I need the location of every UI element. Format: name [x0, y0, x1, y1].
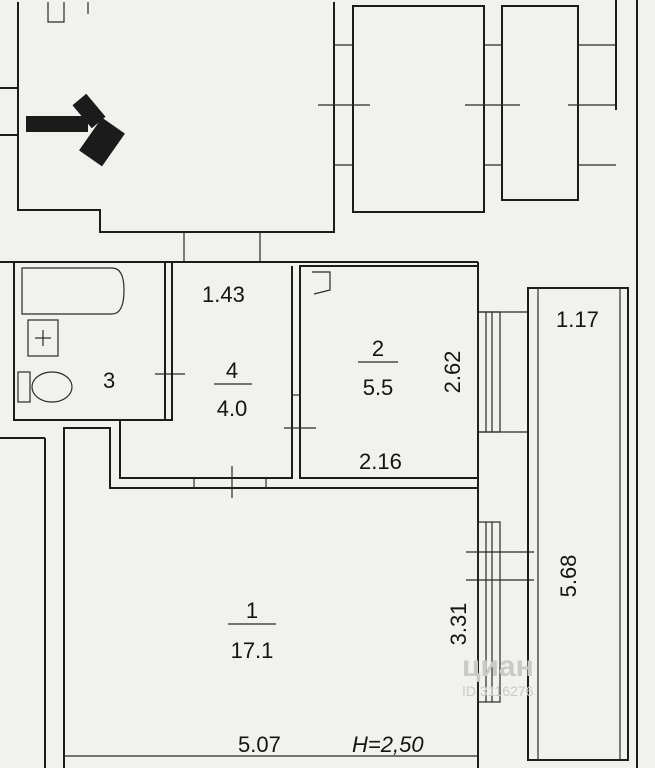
bathtub-icon: [21, 267, 125, 315]
room-2-height-label: 2.62: [440, 351, 465, 394]
corridor-width-label: 1.43: [202, 282, 245, 307]
room-1-number: 1: [246, 598, 258, 623]
entrance-arrow-icon: [26, 93, 125, 167]
toilet-tank-icon: [17, 371, 31, 403]
balcony-length-label: 5.68: [556, 555, 581, 598]
watermark: циан ID 3116276: [462, 650, 534, 699]
room-3-bathroom: [13, 262, 185, 421]
balcony: [527, 287, 629, 761]
room-1-width-label: 5.07: [238, 732, 281, 757]
room-2-number: 2: [372, 336, 384, 361]
room-1-area: 17.1: [231, 638, 274, 663]
room-4-corridor: [119, 262, 293, 498]
windows: [466, 311, 534, 703]
room-4-area: 4.0: [217, 396, 248, 421]
ceiling-height-label: H=2,50: [352, 732, 424, 757]
room-2-area: 5.5: [363, 375, 394, 400]
toilet-icon: [31, 371, 73, 403]
room-4-number: 4: [226, 358, 238, 383]
balcony-width-label: 1.17: [556, 307, 599, 332]
room-3-number: 3: [103, 368, 115, 393]
sink-icon: [27, 319, 59, 357]
upper-apartment-walls: [0, 0, 617, 262]
room-2-width-label: 2.16: [359, 449, 402, 474]
labels: 1.43 3 4 4.0 2 5.5 2.62 2.16 1.17 5.68 1…: [103, 282, 599, 757]
watermark-id: ID 3116276: [462, 683, 534, 699]
watermark-brand: циан: [462, 650, 534, 683]
room-1-height-label: 3.31: [446, 603, 471, 646]
